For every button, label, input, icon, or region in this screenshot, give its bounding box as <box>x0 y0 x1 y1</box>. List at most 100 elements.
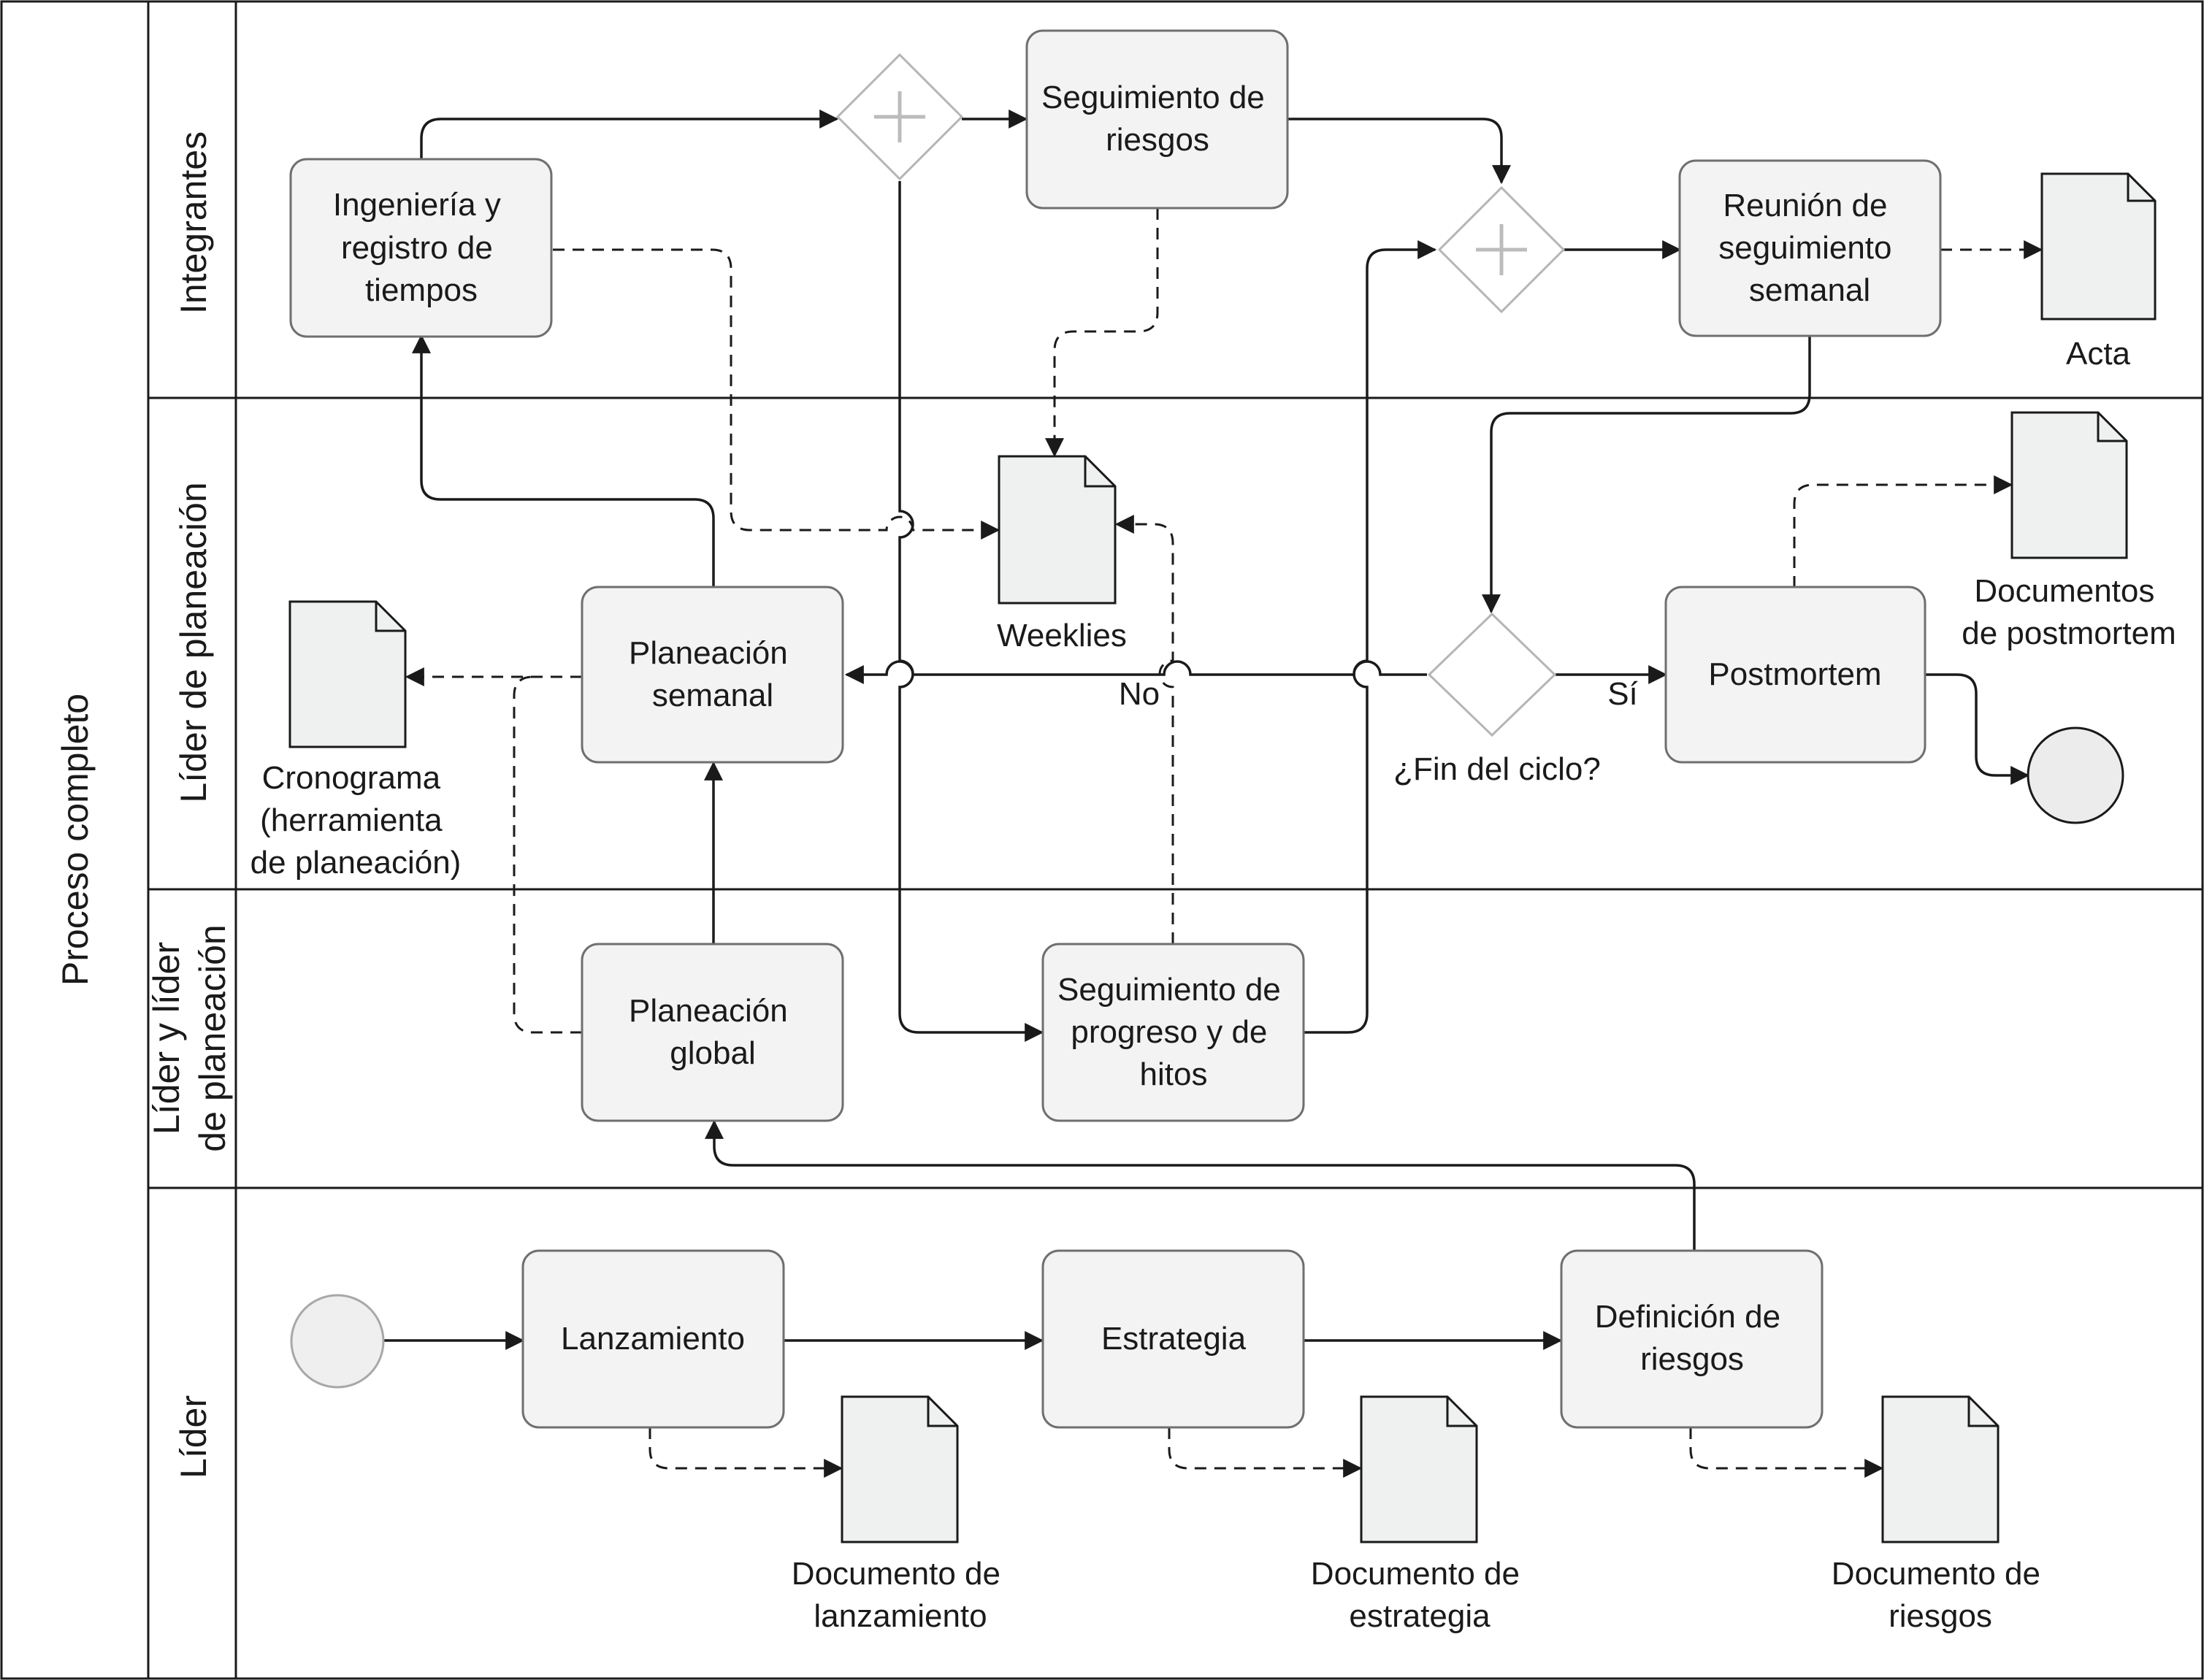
task-definicion-riesgos-line-1: Definición de <box>1595 1299 1780 1335</box>
svg-text:Lanzamiento: Lanzamiento <box>561 1321 745 1357</box>
assoc-planeacion-global-to-cronograma <box>513 675 582 1034</box>
assoc-definicion-to-doc <box>1689 1427 1884 1478</box>
task-ingenieria-line-1: Ingeniería y <box>333 187 501 223</box>
flow-planeacion-semanal-to-ingenieria <box>412 334 715 587</box>
gateway-yes-label: Sí <box>1607 676 1638 712</box>
lane-title-lider-planeacion: Líder de planeación <box>173 482 214 802</box>
svg-text:Documentos de postmortem: Documentos de postmortem <box>1962 573 2176 651</box>
task-seguimiento-progreso-line-2: progreso y de <box>1071 1014 1267 1050</box>
end-event[interactable] <box>2027 726 2124 824</box>
flow-seguimiento-riesgos-to-gateway2 <box>1288 118 1511 185</box>
svg-text:Documento de estrategia: Documento de estrategia <box>1311 1556 1528 1634</box>
task-ingenieria-line-2: registro de <box>341 230 493 266</box>
doc-riesgos-label-1: Documento de <box>1832 1556 2040 1592</box>
task-reunion[interactable]: Reunión de seguimiento semanal <box>1678 159 1942 337</box>
gateway-no-label: No <box>1119 676 1160 712</box>
doc-lanzamiento[interactable] <box>841 1395 959 1543</box>
task-lanzamiento[interactable]: Lanzamiento <box>521 1249 785 1429</box>
task-estrategia[interactable]: Estrategia <box>1041 1249 1305 1429</box>
task-seguimiento-progreso-line-3: hitos <box>1140 1056 1208 1092</box>
svg-text:Estrategia: Estrategia <box>1101 1321 1247 1357</box>
plus-icon <box>1476 224 1527 275</box>
parallel-gateway-split[interactable] <box>835 53 964 181</box>
data-objects <box>288 172 2157 1543</box>
task-seguimiento-riesgos[interactable]: Seguimiento de riesgos <box>1025 29 1289 210</box>
task-postmortem[interactable]: Postmortem <box>1664 586 1926 764</box>
task-ingenieria-line-3: tiempos <box>365 272 478 308</box>
doc-acta[interactable] <box>2040 172 2157 321</box>
task-seguimiento-riesgos-line-2: riesgos <box>1106 122 1209 158</box>
doc-riesgos[interactable] <box>1881 1395 2000 1543</box>
doc-cronograma-label-2: (herramienta <box>260 802 443 838</box>
assoc-seguimiento-progreso-to-weeklies <box>1114 515 1174 944</box>
task-definicion-riesgos-line-2: riesgos <box>1640 1341 1744 1377</box>
task-definicion-riesgos[interactable]: Definición de riesgos <box>1560 1249 1824 1429</box>
lane-title-lider-y-lider-1: Líder y líder <box>146 942 187 1135</box>
doc-cronograma-label-3: de planeación) <box>250 845 462 881</box>
assoc-lanzamiento-to-doc <box>648 1427 843 1478</box>
svg-text:Acta: Acta <box>2066 336 2131 372</box>
parallel-gateway-join[interactable] <box>1437 185 1566 314</box>
task-seguimiento-riesgos-line-1: Seguimiento de <box>1041 80 1265 115</box>
svg-text:Weeklies: Weeklies <box>997 618 1127 653</box>
svg-text:Seguimiento de riesgos: Seguimiento de riesgos <box>1041 80 1274 158</box>
doc-estrategia-label-1: Documento de <box>1311 1556 1520 1592</box>
tasks: Ingeniería y registro de tiempos Seguimi… <box>289 29 1942 1429</box>
task-lanzamiento-line-1: Lanzamiento <box>561 1321 745 1357</box>
task-postmortem-line-1: Postmortem <box>1708 656 1881 692</box>
flow-postmortem-to-end <box>1925 673 2030 785</box>
task-planeacion-global-line-1: Planeación <box>629 993 788 1029</box>
svg-text:Cronograma (herramienta: Cronograma (herramienta de planeación) <box>250 760 462 881</box>
flow-definicion-to-planeacion-global <box>705 1119 1696 1251</box>
doc-documentos-postmortem-label-2: de postmortem <box>1962 615 2176 651</box>
svg-text:Ingeniería y registro: Ingeniería y registro de tiempos <box>333 187 510 308</box>
flow-seguimiento-progreso-to-gateway2 <box>1304 240 1437 1034</box>
task-planeacion-semanal[interactable]: Planeación semanal <box>581 586 844 764</box>
flow-ingenieria-to-gateway1 <box>420 110 839 159</box>
svg-text:Seguimiento de progres: Seguimiento de progreso y de hitos <box>1057 972 1290 1092</box>
doc-estrategia-label-2: estrategia <box>1349 1598 1491 1634</box>
doc-weeklies-label: Weeklies <box>997 618 1127 653</box>
exclusive-gateway-fin-del-ciclo[interactable] <box>1427 612 1557 737</box>
task-estrategia-line-1: Estrategia <box>1101 1321 1247 1357</box>
doc-documentos-postmortem-label-1: Documentos <box>1974 573 2154 609</box>
task-reunion-line-3: semanal <box>1749 272 1870 308</box>
doc-lanzamiento-label-1: Documento de <box>792 1556 1000 1592</box>
task-reunion-line-1: Reunión de <box>1723 188 1887 223</box>
svg-text:Documento de lanzamiento: Documento de lanzamiento <box>792 1556 1009 1634</box>
assoc-seguimiento-riesgos-to-weeklies <box>1045 208 1159 458</box>
doc-weeklies[interactable] <box>998 455 1117 605</box>
task-planeacion-semanal-line-2: semanal <box>652 678 773 713</box>
doc-documentos-postmortem[interactable] <box>2010 411 2128 559</box>
task-planeacion-semanal-line-1: Planeación <box>629 635 788 671</box>
pool-title: Proceso completo <box>55 694 96 986</box>
gateways <box>835 53 1566 737</box>
flow-reunion-to-fin-del-ciclo <box>1482 336 1811 614</box>
flow-fin-del-ciclo-no <box>844 660 1427 684</box>
svg-text:Postmortem: Postmortem <box>1708 656 1881 692</box>
lane-title-lider-y-lider-2: de planeación <box>192 924 233 1151</box>
svg-text:Planeación semanal: Planeación semanal <box>629 635 797 713</box>
assoc-ingenieria-to-weeklies <box>553 248 1000 540</box>
doc-lanzamiento-label-2: lanzamiento <box>814 1598 987 1634</box>
svg-text:Planeación global: Planeación global <box>629 993 797 1071</box>
lane-title-lider: Líder <box>173 1395 214 1478</box>
svg-text:Reunión de seguimiento: Reunión de seguimiento semanal <box>1718 188 1901 308</box>
doc-riesgos-label-2: riesgos <box>1889 1598 1992 1634</box>
doc-acta-label: Acta <box>2066 336 2131 372</box>
task-seguimiento-progreso[interactable]: Seguimiento de progreso y de hitos <box>1041 943 1305 1122</box>
doc-estrategia[interactable] <box>1360 1395 1478 1543</box>
doc-cronograma-label-1: Cronograma <box>262 760 441 796</box>
start-event[interactable] <box>290 1294 385 1389</box>
task-ingenieria[interactable]: Ingeniería y registro de tiempos <box>289 158 553 338</box>
assoc-postmortem-to-documentos <box>1793 475 2013 588</box>
data-object-labels: Acta Weeklies Documentos de postmortem C… <box>250 336 2176 1634</box>
svg-text:Definición de riesgos: Definición de riesgos <box>1595 1299 1790 1377</box>
task-planeacion-global[interactable]: Planeación global <box>581 943 844 1122</box>
svg-text:Documento de riesgos: Documento de riesgos <box>1832 1556 2049 1634</box>
task-planeacion-global-line-2: global <box>670 1035 755 1071</box>
gateway-question-label: ¿Fin del ciclo? <box>1393 751 1601 787</box>
doc-cronograma[interactable] <box>288 600 407 748</box>
